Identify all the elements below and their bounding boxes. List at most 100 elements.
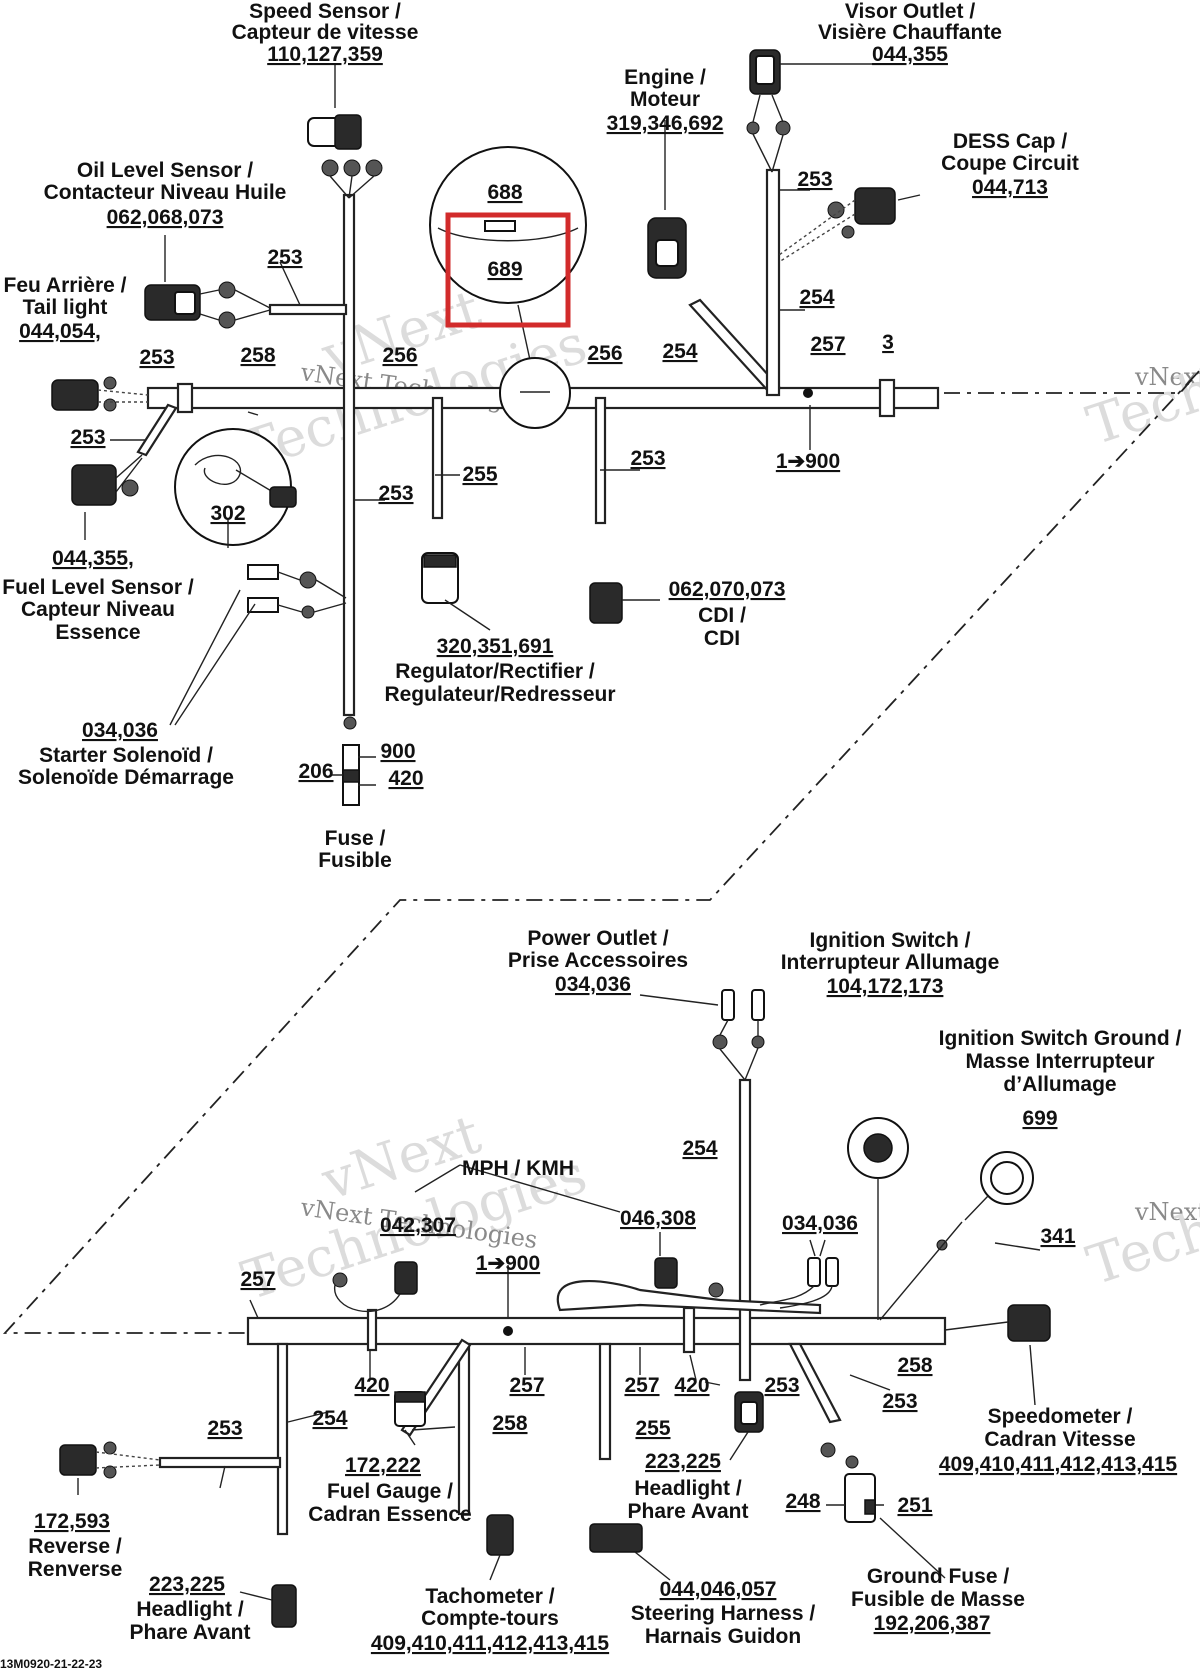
drawing-code: 13M0920-21-22-23 [0, 1657, 102, 1671]
wire-253-e: 253 [630, 447, 665, 470]
main-harness-bottom [158, 1078, 947, 1536]
ref-left-connector: 044,355, [52, 547, 134, 570]
wire-689: 689 [487, 258, 522, 281]
fuel-level-connector-1 [247, 564, 279, 580]
watermark-edge-3: vNext [1134, 1198, 1200, 1226]
label-ignition-ground-1: Ignition Switch Ground / [939, 1027, 1182, 1050]
tachometer-connector [486, 1514, 514, 1556]
ref-ignition-ground: 699 [1022, 1107, 1057, 1130]
label-visor-outlet-2: Visière Chauffante [818, 21, 1002, 44]
ref-reverse: 172,593 [34, 1510, 110, 1533]
wire-206: 206 [298, 760, 333, 783]
wire-256-a: 256 [382, 344, 417, 367]
left-accessory-connector [71, 464, 117, 506]
label-tachometer-2: Compte-tours [421, 1607, 559, 1630]
label-ignition-ground-2: Masse Interrupteur [965, 1050, 1154, 1073]
label-tail-light-1: Feu Arrière / [4, 274, 127, 297]
bottom-leaders [77, 994, 1041, 1601]
label-speedometer-2: Cadran Vitesse [984, 1428, 1135, 1451]
cdi-connector [589, 582, 623, 624]
label-speed-sensor-1: Speed Sensor / [249, 0, 401, 23]
ref-steering: 044,046,057 [660, 1578, 777, 1601]
label-regulator-1: Regulator/Rectifier / [395, 660, 595, 683]
ref-speed-sensor: 110,127,359 [267, 43, 383, 66]
label-ignition-switch-2: Interrupteur Allumage [781, 951, 1000, 974]
wire-254-c: 254 [682, 1137, 717, 1160]
label-speedometer-1: Speedometer / [988, 1405, 1133, 1428]
label-engine-1: Engine / [624, 66, 706, 89]
fuel-level-connector-2 [247, 597, 279, 613]
wire-255-a: 255 [462, 463, 497, 486]
ref-starter: 034,036 [82, 719, 158, 742]
wire-number-labels: 688 689 253 253 253 258 256 256 254 253 … [70, 168, 1075, 1517]
label-headlight-left-2: Phare Avant [130, 1621, 251, 1644]
ref-cdi: 062,070,073 [669, 578, 786, 601]
ref-speedometer: 409,410,411,412,413,415 [939, 1453, 1178, 1476]
ref-tachometer: 409,410,411,412,413,415 [371, 1632, 610, 1655]
wire-257-d: 257 [624, 1374, 659, 1397]
label-steering-1: Steering Harness / [631, 1602, 816, 1625]
reverse-connector [59, 1444, 97, 1476]
wire-1900-a: 1➔900 [776, 450, 840, 473]
accessory-connector-1 [807, 1257, 821, 1287]
wire-251: 251 [897, 1494, 932, 1517]
wire-253-i: 253 [882, 1390, 917, 1413]
component-labels: Speed Sensor / Capteur de vitesse 110,12… [2, 0, 1181, 1655]
label-visor-outlet-1: Visor Outlet / [845, 0, 975, 23]
label-cdi-2: CDI [704, 627, 740, 650]
ref-regulator: 320,351,691 [437, 635, 554, 658]
ref-power-outlet: 034,036 [555, 973, 631, 996]
label-fuel-level-1: Fuel Level Sensor / [2, 576, 194, 599]
label-dess-cap-2: Coupe Circuit [941, 152, 1079, 175]
wire-1900-b: 1➔900 [476, 1252, 540, 1275]
label-power-outlet-1: Power Outlet / [527, 927, 668, 950]
label-starter-2: Solenoïde Démarrage [18, 766, 234, 789]
ref-tail-light: 044,054, [19, 320, 101, 343]
wire-257-c: 257 [509, 1374, 544, 1397]
wire-258-a: 258 [240, 344, 275, 367]
watermark-edge: vNext [1134, 363, 1200, 391]
label-fuel-gauge-2: Cadran Essence [308, 1503, 471, 1526]
label-fuse-2: Fusible [318, 849, 392, 872]
wire-253-b: 253 [139, 346, 174, 369]
wire-420-b: 420 [354, 1374, 389, 1397]
mph-connector-right [654, 1257, 678, 1289]
ref-ignition-switch: 104,172,173 [827, 975, 944, 998]
label-power-outlet-2: Prise Accessoires [508, 949, 688, 972]
tail-light-connector [51, 379, 99, 411]
wire-258-b: 258 [897, 1354, 932, 1377]
label-oil-level-1: Oil Level Sensor / [77, 159, 253, 182]
label-ignition-switch-1: Ignition Switch / [810, 929, 971, 952]
wire-254-b: 254 [799, 286, 834, 309]
label-mph-kmh: MPH / KMH [462, 1157, 574, 1180]
wire-3: 3 [882, 331, 894, 354]
label-starter-1: Starter Solenoïd / [39, 744, 213, 767]
wire-420-a: 420 [388, 767, 423, 790]
accessory-connector-2 [825, 1257, 839, 1287]
bottom-connectors [59, 989, 1051, 1628]
label-headlight-left-1: Headlight / [136, 1598, 244, 1621]
label-ground-fuse-2: Fusible de Masse [851, 1588, 1025, 1611]
section-divider-line [2, 369, 1200, 1334]
wire-302: 302 [210, 502, 245, 525]
wire-253-c: 253 [70, 426, 105, 449]
label-reverse-2: Renverse [28, 1558, 123, 1581]
label-fuse-1: Fuse / [325, 827, 386, 850]
label-ground-fuse-1: Ground Fuse / [867, 1565, 1010, 1588]
ground-fuse-holder [844, 1473, 876, 1523]
highlight-callout [445, 212, 571, 328]
steering-harness-connector [589, 1523, 643, 1553]
wire-341: 341 [1040, 1225, 1075, 1248]
wire-253-f: 253 [378, 482, 413, 505]
ref-ground-fuse: 192,206,387 [874, 1612, 991, 1635]
wire-253-d: 253 [797, 168, 832, 191]
speedometer-connector [1007, 1304, 1051, 1342]
label-dess-cap-1: DESS Cap / [953, 130, 1068, 153]
label-engine-2: Moteur [630, 88, 700, 111]
label-fuel-level-3: Essence [55, 621, 140, 644]
ref-mph-left: 042,307 [380, 1214, 456, 1237]
label-ignition-ground-3: d’Allumage [1003, 1073, 1116, 1096]
ref-oil-level: 062,068,073 [107, 206, 224, 229]
label-steering-2: Harnais Guidon [645, 1625, 801, 1648]
wire-253-j: 253 [207, 1417, 242, 1440]
